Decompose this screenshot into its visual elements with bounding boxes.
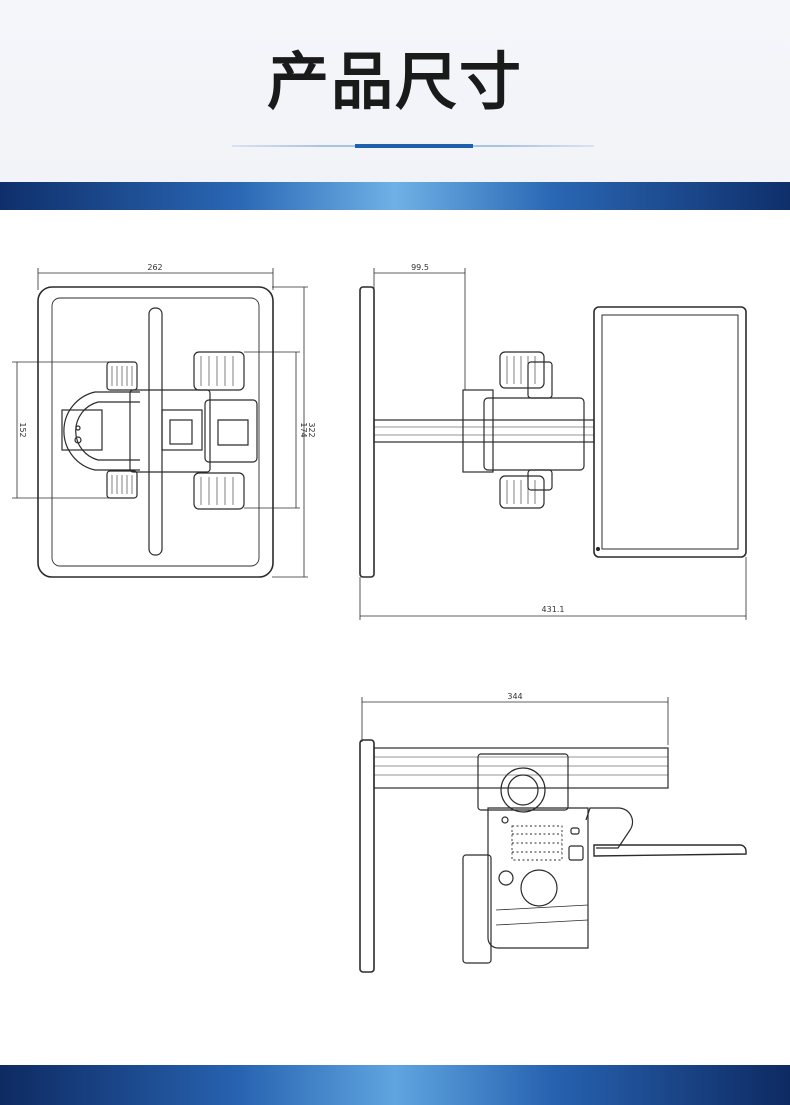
dim-top-depth-a: 322 [307, 422, 316, 437]
dim-top-depth-b: 174 [299, 422, 308, 437]
dim-top-height: 152 [18, 422, 27, 437]
top-view-drawing [12, 268, 308, 578]
dim-top-width: 262 [147, 263, 162, 272]
title-underline-accent [355, 144, 473, 148]
header-banner [0, 0, 790, 182]
dim-back-width: 344 [507, 692, 522, 701]
page-title: 产品尺寸 [266, 45, 523, 118]
side-view-drawing [359, 268, 747, 620]
bottom-gradient-band [0, 1065, 790, 1105]
top-gradient-band [0, 182, 790, 210]
back-view-drawing [359, 697, 747, 973]
dim-side-arm: 99.5 [411, 263, 429, 272]
dim-side-total: 431.1 [542, 605, 565, 614]
